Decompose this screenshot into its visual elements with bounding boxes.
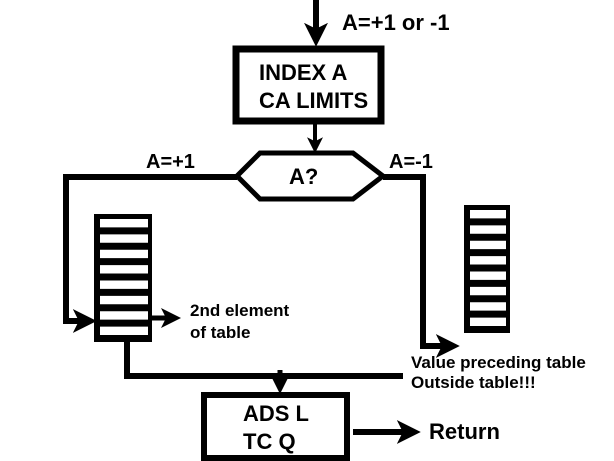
left-table-row bbox=[100, 265, 148, 274]
decision-label: A? bbox=[289, 164, 318, 189]
index-box-line1: INDEX A bbox=[259, 60, 348, 85]
right-table-row bbox=[470, 256, 506, 265]
merge-path bbox=[124, 342, 403, 379]
left-table-row bbox=[100, 249, 148, 259]
right-branch-path bbox=[383, 174, 460, 358]
right-table-frame bbox=[464, 205, 510, 333]
right-branch-label: A=-1 bbox=[389, 151, 433, 173]
left-branch-label: A=+1 bbox=[146, 151, 195, 173]
right-table bbox=[464, 205, 510, 333]
right-table-annotation-line1: Value preceding table bbox=[411, 353, 586, 372]
right-table-row bbox=[470, 225, 506, 234]
left-table-row bbox=[100, 280, 148, 289]
left-table-row bbox=[100, 295, 148, 305]
left-table-row bbox=[100, 219, 148, 228]
final-box bbox=[201, 392, 350, 461]
left-table-row bbox=[100, 234, 148, 243]
final-box-line1: ADS L bbox=[243, 401, 309, 426]
index-box bbox=[232, 45, 385, 125]
left-branch-path bbox=[63, 174, 237, 333]
left-table bbox=[94, 214, 152, 342]
left-table-annotation-line1: 2nd element bbox=[190, 301, 290, 320]
right-table-row bbox=[470, 317, 506, 326]
right-table-annotation-line2: Outside table!!! bbox=[411, 373, 536, 392]
index-box-line2: CA LIMITS bbox=[259, 88, 368, 113]
right-table-row bbox=[470, 271, 506, 280]
left-table-row bbox=[100, 311, 148, 320]
right-table-row bbox=[470, 210, 506, 219]
right-table-row bbox=[470, 302, 506, 311]
final-box-line2: TC Q bbox=[243, 429, 296, 454]
right-table-row bbox=[470, 240, 506, 250]
left-table-row bbox=[100, 326, 148, 335]
left-table-frame bbox=[94, 214, 152, 342]
entry-label: A=+1 or -1 bbox=[342, 10, 450, 35]
left-table-annotation-line2: of table bbox=[190, 323, 250, 342]
exit-label: Return bbox=[429, 419, 500, 444]
right-table-row bbox=[470, 286, 506, 296]
